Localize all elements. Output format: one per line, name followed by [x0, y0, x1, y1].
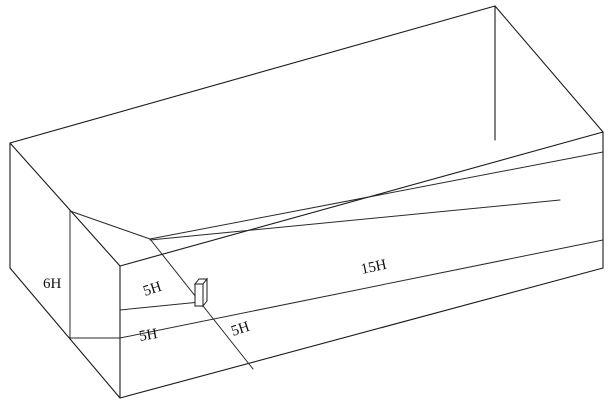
floor-line-mid: [149, 199, 561, 241]
top-edge-front: [119, 131, 604, 267]
label-upstream-lateral: 5H: [141, 279, 164, 300]
obstacle-front-face: [194, 283, 204, 307]
obstacle-building: [193, 277, 209, 308]
bottom-edge-left: [9, 267, 121, 399]
cross-line-horizontal: [119, 301, 201, 311]
inlet-plane-top: [69, 210, 151, 240]
label-downstream-length: 15H: [360, 257, 389, 278]
domain-box: [9, 5, 604, 399]
floor-line-lower: [119, 239, 604, 339]
top-edge-right: [494, 5, 604, 133]
inner-lines: [69, 151, 604, 370]
floor-line-upper: [149, 151, 604, 240]
top-edge-left: [9, 142, 121, 267]
label-downstream-lateral: 5H: [229, 319, 252, 340]
bottom-edge-front: [119, 267, 604, 399]
obstacle-side-face: [202, 277, 208, 308]
label-inlet-offset: 5H: [138, 326, 159, 345]
label-height: 6H: [43, 276, 62, 292]
top-edge-back: [9, 5, 496, 144]
